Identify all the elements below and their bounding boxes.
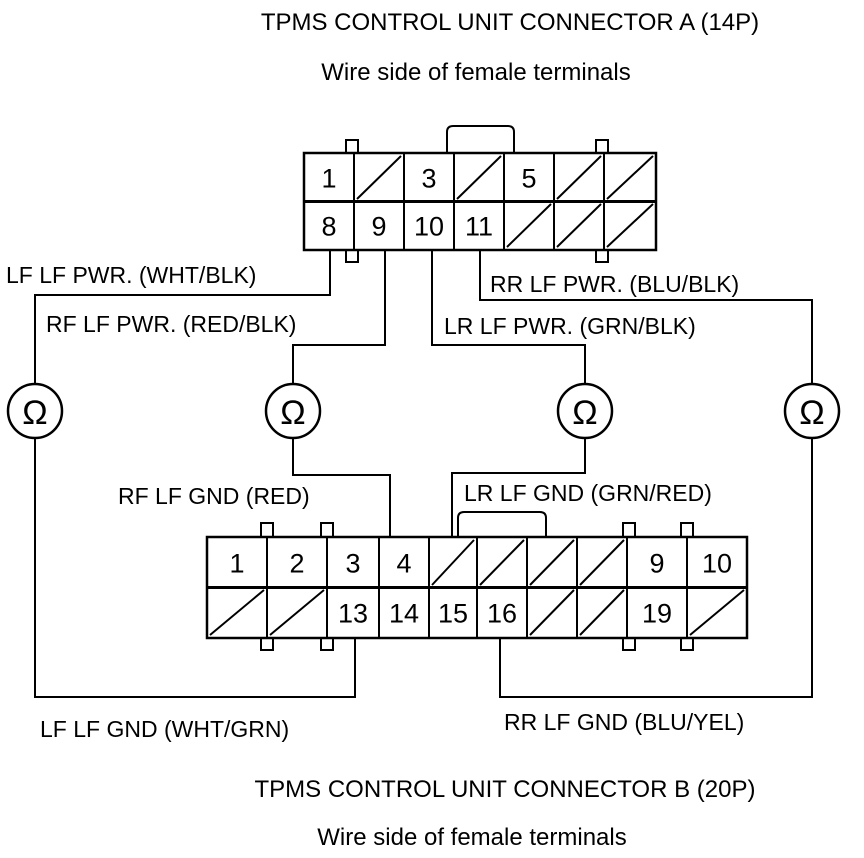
wire-rf-pwr xyxy=(292,250,386,385)
empty-cavity xyxy=(579,589,625,636)
terminal-number: 13 xyxy=(338,599,368,629)
terminal-number: 15 xyxy=(438,599,468,629)
wire-lr-gnd xyxy=(451,438,586,587)
ohm-symbol: Ω xyxy=(799,394,824,432)
terminal-number: 5 xyxy=(521,164,536,194)
label-rr-gnd: RR LF GND (BLU/YEL) xyxy=(504,709,744,735)
connector-a-subtitle: Wire side of female terminals xyxy=(321,59,630,86)
label-rr-pwr: RR LF PWR. (BLU/BLK) xyxy=(490,271,739,297)
wires xyxy=(34,250,813,698)
empty-cavity xyxy=(356,155,402,200)
empty-cavity xyxy=(579,539,625,586)
empty-cavity xyxy=(456,155,502,200)
ohm-symbol: Ω xyxy=(280,394,305,432)
ohmmeter-lf: Ω xyxy=(6,382,64,440)
label-lf-gnd: LF LF GND (WHT/GRN) xyxy=(40,716,289,742)
label-lf-pwr: LF LF PWR. (WHT/BLK) xyxy=(6,262,256,288)
connector-a-title: TPMS CONTROL UNIT CONNECTOR A (14P) xyxy=(261,9,759,36)
empty-cavity xyxy=(556,155,602,200)
connector-b: 1 2 3 4 9 10 13 14 15 16 19 xyxy=(205,511,749,651)
wire-rr-gnd xyxy=(499,438,813,698)
terminal-number: 14 xyxy=(389,599,419,629)
terminal-number: 3 xyxy=(421,164,436,194)
ohm-meter-icon xyxy=(6,382,64,440)
ohm-symbol: Ω xyxy=(572,394,597,432)
terminal-number: 2 xyxy=(289,549,304,579)
empty-cavity xyxy=(606,203,654,248)
label-lr-pwr: LR LF PWR. (GRN/BLK) xyxy=(444,313,696,339)
ohmmeter-lr: Ω xyxy=(556,382,614,440)
ohmmeter-rr: Ω xyxy=(783,382,841,440)
wire-labels: LF LF PWR. (WHT/BLK) RF LF PWR. (RED/BLK… xyxy=(6,262,744,742)
empty-cavity xyxy=(606,155,654,200)
empty-cavity xyxy=(689,589,745,636)
terminal-number: 19 xyxy=(642,599,672,629)
wire-lr-pwr xyxy=(431,250,586,385)
terminal-number: 8 xyxy=(321,212,336,242)
latch-tab xyxy=(260,522,274,538)
label-rf-gnd: RF LF GND (RED) xyxy=(118,483,310,509)
terminal-number: 4 xyxy=(396,549,411,579)
terminal-number: 1 xyxy=(229,549,244,579)
locking-tab xyxy=(457,511,547,537)
ohmmeters: Ω Ω Ω Ω xyxy=(6,382,841,440)
empty-cavity xyxy=(556,203,602,248)
terminal-number: 1 xyxy=(321,164,336,194)
wire-rr-pwr xyxy=(479,250,813,385)
empty-cavity xyxy=(269,589,325,636)
terminal-number: 11 xyxy=(465,212,493,242)
locking-tab xyxy=(446,125,515,153)
connector-b-subtitle: Wire side of female terminals xyxy=(317,824,626,851)
ohm-meter-icon xyxy=(556,382,614,440)
ohm-symbol: Ω xyxy=(22,394,47,432)
terminal-number: 16 xyxy=(487,599,517,629)
ohm-meter-icon xyxy=(264,382,322,440)
terminal-number: 10 xyxy=(414,212,444,242)
terminal-number: 9 xyxy=(371,212,386,242)
ohm-meter-icon xyxy=(783,382,841,440)
empty-cavity xyxy=(431,539,475,586)
connector-a: 1 3 5 8 9 10 11 xyxy=(302,125,658,263)
connector-b-title: TPMS CONTROL UNIT CONNECTOR B (20P) xyxy=(255,776,756,803)
empty-cavity xyxy=(209,589,265,636)
empty-cavity xyxy=(506,203,552,248)
empty-cavity xyxy=(529,539,575,586)
latch-tab xyxy=(622,522,636,538)
wire-lf-pwr xyxy=(34,250,331,385)
terminal-number: 10 xyxy=(702,549,732,579)
empty-cavity xyxy=(479,539,525,586)
terminal-number: 3 xyxy=(345,549,360,579)
label-lr-gnd: LR LF GND (GRN/RED) xyxy=(464,480,712,506)
terminal-cell xyxy=(686,586,748,639)
latch-tab xyxy=(680,522,694,538)
wire-lf-gnd xyxy=(34,438,356,698)
terminal-number: 9 xyxy=(649,549,664,579)
label-rf-pwr: RF LF PWR. (RED/BLK) xyxy=(46,311,296,337)
ohmmeter-rf: Ω xyxy=(264,382,322,440)
terminal-cell xyxy=(603,200,657,251)
empty-cavity xyxy=(529,589,575,636)
latch-tab xyxy=(320,522,334,538)
